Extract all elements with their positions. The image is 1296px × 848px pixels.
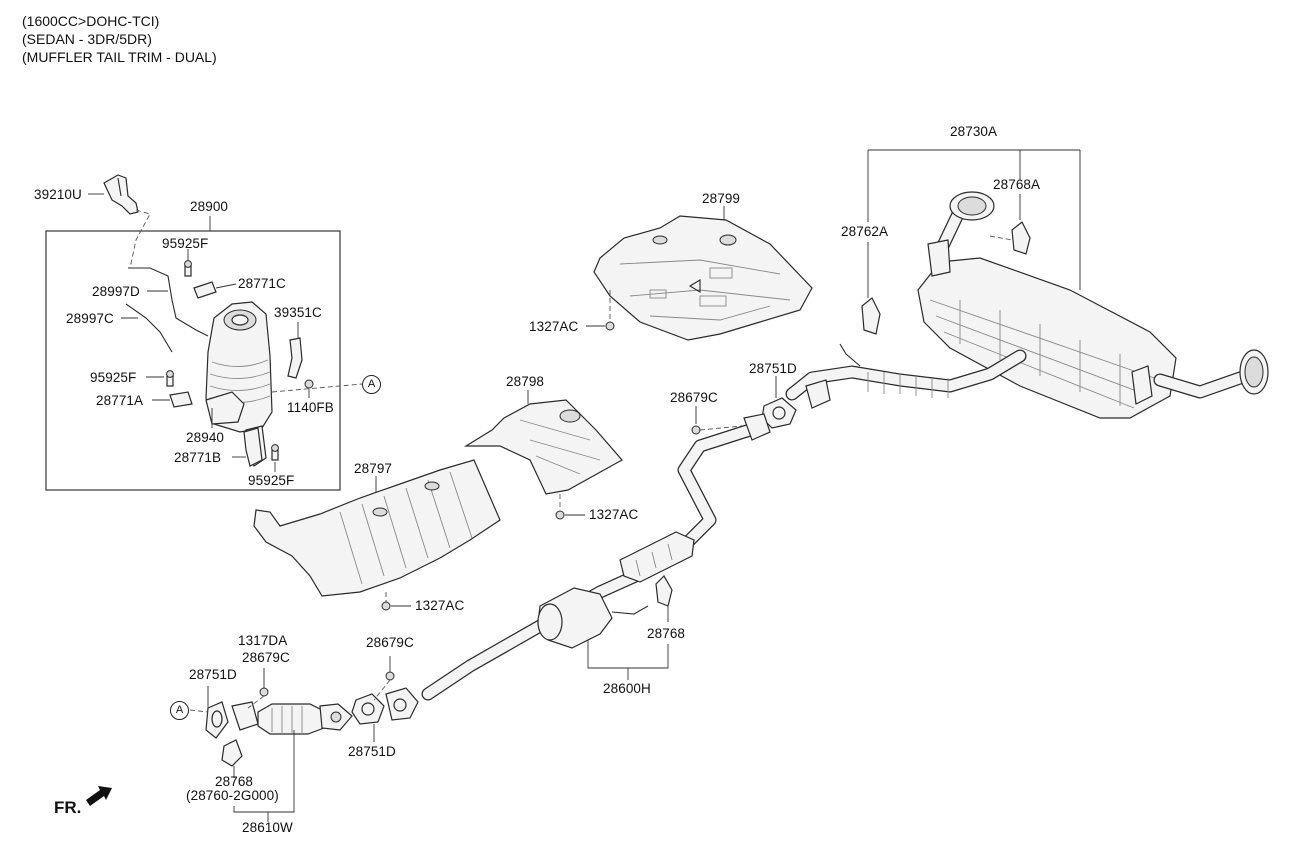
bracket-28600h	[587, 640, 669, 669]
front-pipe-28610w	[231, 701, 353, 735]
label-1317da[interactable]: 1317DA	[238, 633, 288, 648]
header-body: (SEDAN - 3DR/5DR)	[22, 31, 152, 47]
label-39210u[interactable]: 39210U	[34, 187, 82, 202]
label-28900[interactable]: 28900	[190, 199, 229, 214]
heat-protector-28798	[463, 399, 623, 495]
label-28679c-lowmid[interactable]: 28679C	[366, 635, 414, 650]
header-engine: (1600CC>DOHC-TCI)	[22, 13, 160, 29]
label-1327ac-bot[interactable]: 1327AC	[415, 598, 465, 613]
label-28679c-upper[interactable]: 28679C	[670, 390, 718, 405]
label-28940[interactable]: 28940	[186, 430, 225, 445]
label-28768a[interactable]: 28768A	[993, 177, 1041, 192]
label-28799[interactable]: 28799	[702, 191, 741, 206]
pipe-hanger-rod	[839, 343, 861, 367]
hanger-28768-mid	[655, 575, 673, 607]
front-arrow-icon	[86, 786, 112, 806]
bolt-95925f-bot	[271, 444, 279, 461]
nut-1140fb	[304, 379, 314, 389]
label-28610w[interactable]: 28610W	[242, 820, 293, 835]
label-95925f-top[interactable]: 95925F	[162, 236, 209, 251]
bracket-28610w	[233, 730, 295, 813]
label-28997c[interactable]: 28997C	[66, 311, 114, 326]
label-28768-mid[interactable]: 28768	[647, 626, 686, 641]
label-28798[interactable]: 28798	[506, 374, 545, 389]
label-28751d-lowmid[interactable]: 28751D	[348, 744, 396, 759]
label-28768-low[interactable]: 28768	[215, 774, 254, 789]
label-1140fb[interactable]: 1140FB	[287, 400, 334, 415]
bracket-28771a	[169, 391, 193, 408]
label-28751d-lowleft[interactable]: 28751D	[189, 667, 237, 682]
reference-marker-a-right: A	[362, 375, 381, 394]
nut-28679c-upper	[691, 425, 701, 435]
sensor-line-28997c	[125, 303, 173, 353]
flange-center	[743, 413, 771, 441]
dash-28679c-lowleft	[247, 695, 265, 709]
bracket-39351c	[287, 337, 303, 379]
label-28771a[interactable]: 28771A	[96, 393, 144, 408]
label-28760-2g000[interactable]: (28760-2G000)	[186, 788, 279, 803]
label-28771b[interactable]: 28771B	[174, 450, 222, 465]
label-28730a[interactable]: 28730A	[950, 124, 998, 139]
nut-1327ac-mid	[555, 510, 565, 520]
gasket-28751d-upper	[761, 397, 797, 429]
label-28600h[interactable]: 28600H	[603, 681, 651, 696]
bracket-28730a	[867, 149, 1081, 290]
header-trim: (MUFFLER TAIL TRIM - DUAL)	[22, 49, 217, 65]
dash-ref-a-left	[189, 709, 209, 713]
bracket-28771b	[243, 427, 263, 467]
nut-1327ac-bot	[381, 601, 391, 611]
flange-front-center-hole	[393, 698, 407, 712]
gasket-28751d-lowmid	[351, 693, 385, 725]
label-28771c[interactable]: 28771C	[238, 276, 286, 291]
label-95925f-mid[interactable]: 95925F	[90, 370, 137, 385]
dash-28679c-lowmid	[373, 679, 391, 701]
bolt-95925f-mid	[166, 370, 174, 387]
dash-28768a	[989, 235, 1013, 241]
nut-1327ac-top	[605, 321, 615, 331]
label-1327ac-mid[interactable]: 1327AC	[589, 507, 639, 522]
dash-28679c-upper	[699, 425, 743, 431]
center-muffler-28600h	[537, 531, 695, 649]
label-28797[interactable]: 28797	[354, 461, 393, 476]
leader-28771c	[215, 283, 237, 289]
bracket-28771c	[193, 281, 217, 299]
dash-ref-a	[271, 383, 363, 393]
label-1327ac-top[interactable]: 1327AC	[529, 319, 579, 334]
label-95925f-bot[interactable]: 95925F	[248, 473, 295, 488]
nut-28679c-lowleft	[259, 687, 269, 697]
bolt-95925f-top	[184, 260, 192, 277]
nut-28679c-lowmid	[385, 671, 395, 681]
hanger-28768-low	[221, 739, 243, 767]
heat-protector-28797	[253, 459, 501, 597]
dash-39210u	[129, 209, 151, 269]
label-28679c-lowleft[interactable]: 28679C	[242, 650, 290, 665]
heat-protector-28799	[593, 215, 813, 341]
flex-pipe-ribs	[867, 372, 949, 398]
oxygen-sensor-39210u	[103, 174, 139, 215]
label-28762a[interactable]: 28762A	[841, 224, 889, 239]
label-39351c[interactable]: 39351C	[274, 305, 322, 320]
gasket-28751d-lowleft	[205, 701, 229, 739]
flange-rear	[805, 379, 831, 409]
sensor-line-28997d	[128, 267, 209, 337]
hanger-28762a	[861, 297, 881, 335]
reference-marker-a-left: A	[170, 701, 189, 720]
label-28751d-upper[interactable]: 28751D	[749, 361, 797, 376]
label-28997d[interactable]: 28997D	[92, 284, 140, 299]
hanger-28768a	[1011, 221, 1031, 255]
center-hanger-rod	[611, 605, 649, 615]
front-direction-label: FR.	[54, 798, 82, 817]
rear-muffler-28730a	[917, 191, 1269, 419]
group-box-28900	[45, 230, 341, 491]
